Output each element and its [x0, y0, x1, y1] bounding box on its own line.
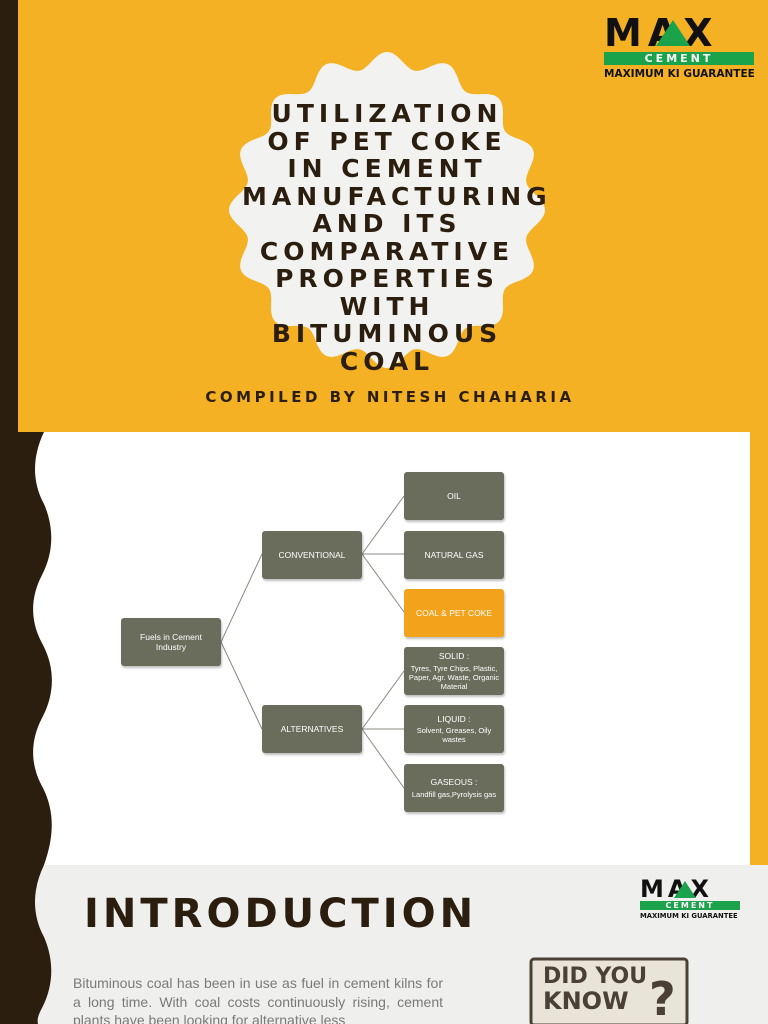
node-liquid: LIQUID : Solvent, Greases, Oily wastes: [404, 705, 504, 753]
left-wave-border: [0, 865, 52, 1024]
node-natural-gas: NATURAL GAS: [404, 531, 504, 579]
left-wave-border: [0, 432, 52, 865]
node-coal-petcoke: COAL & PET COKE: [404, 589, 504, 637]
node-oil: OIL: [404, 472, 504, 520]
node-alternatives: ALTERNATIVES: [262, 705, 362, 753]
section-title: INTRODUCTION: [84, 891, 478, 937]
introduction-slide: INTRODUCTION MAX CEMENT MAXIMUM KI GUARA…: [0, 865, 768, 1024]
node-alternatives-label: ALTERNATIVES: [280, 723, 344, 734]
question-mark-icon: ?: [649, 972, 676, 1024]
title-slide: UTILIZATION OF PET COKE IN CEMENT MANUFA…: [0, 0, 768, 432]
node-root: Fuels in Cement Industry: [121, 618, 221, 666]
brand-logo: MAX CEMENT MAXIMUM KI GUARANTEE: [604, 14, 755, 80]
connector-lines: [220, 495, 405, 789]
scalloped-badge: [229, 52, 545, 368]
logo-band: CEMENT: [640, 901, 740, 910]
node-conventional: CONVENTIONAL: [262, 531, 362, 579]
node-oil-label: OIL: [447, 490, 461, 501]
logo-triangle-icon: [674, 881, 696, 898]
node-natural-gas-label: NATURAL GAS: [424, 549, 484, 560]
badge-line-1: DID YOU: [543, 964, 647, 989]
fuels-diagram-slide: MAX CEMENT MAXIMUM KI GUARANTEE Fuels in…: [0, 432, 768, 865]
left-accent-strip: [0, 0, 18, 432]
slide-title: UTILIZATION OF PET COKE IN CEMENT MANUFA…: [242, 99, 552, 376]
brand-logo: MAX CEMENT MAXIMUM KI GUARANTEE: [640, 877, 740, 920]
node-liquid-detail: Solvent, Greases, Oily wastes: [416, 726, 492, 745]
slide-subtitle: COMPILED BY NITESH CHAHARIA: [205, 388, 575, 406]
logo-band: CEMENT: [604, 52, 754, 65]
node-conventional-label: CONVENTIONAL: [278, 549, 346, 560]
right-accent-strip: [750, 432, 768, 865]
node-coal-petcoke-label: COAL & PET COKE: [415, 607, 493, 618]
logo-tagline: MAXIMUM KI GUARANTEE: [640, 912, 738, 920]
did-you-know-badge: DID YOU KNOW ?: [529, 957, 689, 1024]
badge-line-2: KNOW: [543, 987, 629, 1015]
logo-tagline: MAXIMUM KI GUARANTEE: [604, 68, 755, 80]
node-solid-title: SOLID :: [438, 651, 470, 662]
node-solid-detail: Tyres, Tyre Chips, Plastic, Paper, Agr. …: [408, 663, 500, 691]
node-root-label: Fuels in Cement Industry: [140, 631, 202, 652]
logo-triangle-icon: [656, 20, 690, 46]
node-gaseous-title: GASEOUS :: [430, 777, 478, 788]
node-gaseous: GASEOUS : Landfill gas,Pyrolysis gas: [404, 764, 504, 812]
node-gaseous-detail: Landfill gas,Pyrolysis gas: [411, 789, 497, 799]
node-liquid-title: LIQUID :: [437, 713, 471, 724]
node-solid: SOLID : Tyres, Tyre Chips, Plastic, Pape…: [404, 647, 504, 695]
badge-shape: [229, 52, 545, 368]
intro-paragraph: Bituminous coal has been in use as fuel …: [73, 975, 443, 1024]
